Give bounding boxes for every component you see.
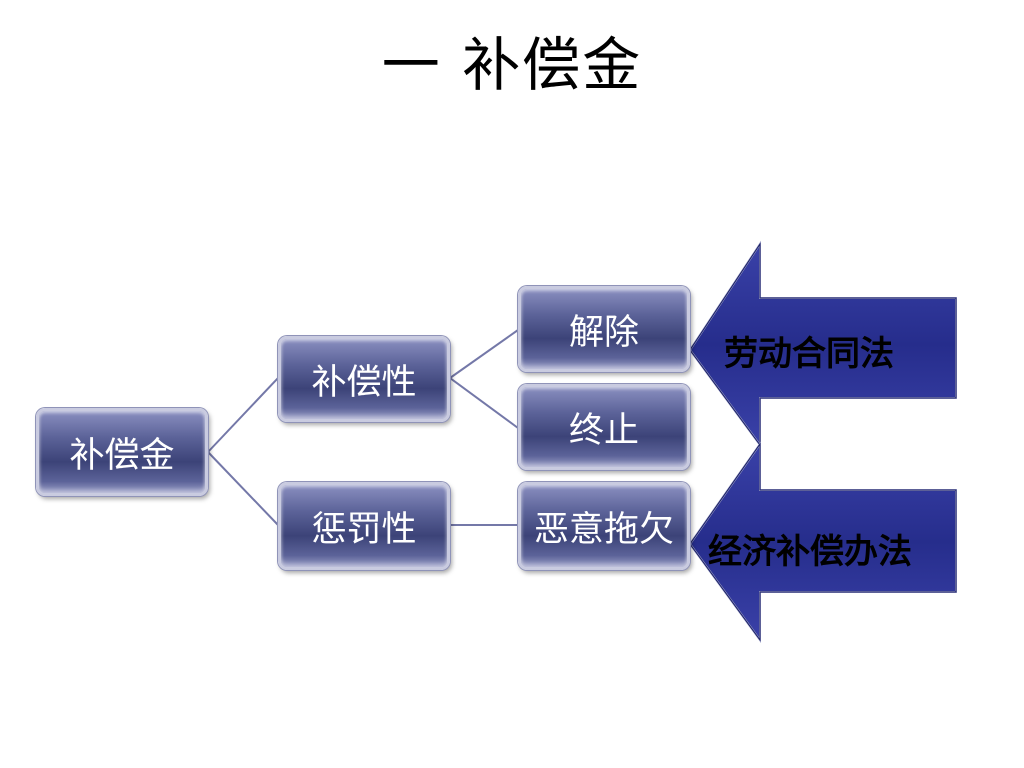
arrow-labor-contract-law (688, 240, 957, 449)
slide-title: 一 补偿金 (381, 31, 643, 99)
arrow-economic-compensation (688, 440, 957, 644)
connector-compensatory-rescission (449, 329, 519, 379)
node-malicious-arrears: 恶意拖欠 (518, 482, 690, 570)
node-rescission: 解除 (518, 286, 690, 372)
arrow-label-labor-contract-law: 劳动合同法 (724, 334, 894, 374)
node-compensatory: 补偿性 (278, 336, 450, 422)
connector-root-compensatory (207, 377, 279, 453)
node-punitive: 惩罚性 (278, 482, 450, 570)
node-termination: 终止 (518, 384, 690, 470)
arrow-label-economic-compensation: 经济补偿办法 (708, 532, 912, 572)
connector-root-punitive (207, 451, 279, 526)
node-root-compensation: 补偿金 (36, 408, 208, 496)
connector-compensatory-termination (449, 377, 519, 429)
